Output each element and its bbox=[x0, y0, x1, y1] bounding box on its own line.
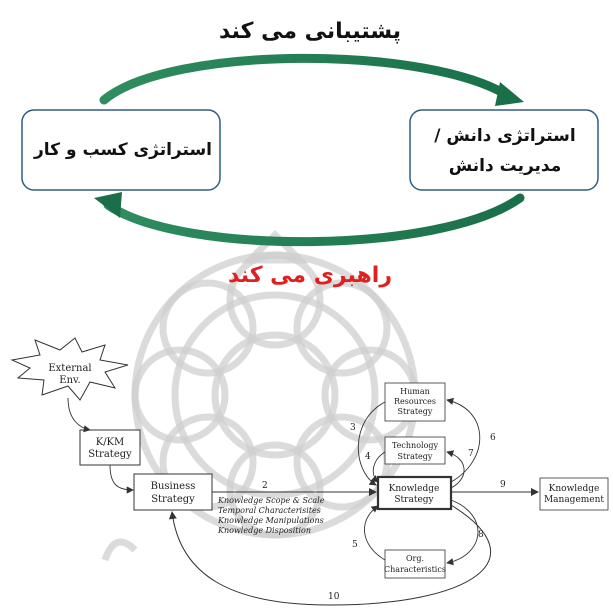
supports-arc-head bbox=[495, 82, 524, 106]
external-env-starburst bbox=[10, 337, 129, 401]
knowledge-strategy-node-label-2: Strategy bbox=[394, 495, 434, 505]
edge-labels: 2 3 4 5 6 7 8 9 10 Knowledge Scope & Sca… bbox=[217, 423, 506, 602]
knowledge-management-label-2: Management bbox=[544, 495, 604, 505]
business-strategy-node-label-2: Strategy bbox=[151, 494, 195, 505]
dimension-3: Knowledge Manipulations bbox=[217, 516, 324, 525]
edge-10-knowledge-to-business bbox=[168, 504, 492, 606]
dimension-1: Knowledge Scope & Scale bbox=[217, 496, 325, 505]
knowledge-strategy-label-line1: استراتژی دانش / bbox=[434, 126, 575, 146]
edge-label-9: 9 bbox=[500, 480, 506, 490]
hr-strategy-label-1: Human bbox=[400, 387, 430, 396]
dimension-2: Temporal Characterisites bbox=[218, 506, 321, 515]
supports-label: پشتیبانی می کند bbox=[219, 19, 401, 44]
knowledge-management-box bbox=[539, 477, 609, 511]
edge-label-2: 2 bbox=[262, 481, 268, 491]
edge-kkm-to-business bbox=[109, 464, 134, 494]
external-env-label-2: Env. bbox=[59, 375, 80, 386]
business-strategy-node bbox=[133, 473, 213, 511]
edge-8-knowledge-to-org bbox=[446, 499, 479, 566]
business-strategy-box bbox=[21, 109, 221, 191]
hr-strategy-label-2: Resources bbox=[394, 397, 436, 406]
leads-arc-head bbox=[94, 192, 122, 218]
top-cycle-diagram: استراتژی کسب و کار استراتژی دانش / مدیری… bbox=[21, 19, 599, 288]
technology-strategy-label-2: Strategy bbox=[398, 452, 433, 461]
org-characteristics-box bbox=[384, 549, 446, 579]
edge-label-3: 3 bbox=[350, 423, 356, 433]
external-env-label-1: External bbox=[48, 363, 91, 374]
knowledge-strategy-box bbox=[409, 109, 599, 191]
edge-5-org-to-knowledge bbox=[364, 505, 386, 561]
edge-6-knowledge-to-hr bbox=[446, 397, 481, 483]
technology-strategy-box bbox=[384, 436, 446, 465]
edge-label-8: 8 bbox=[478, 530, 484, 540]
kkm-strategy-label-1: K/KM bbox=[96, 437, 125, 448]
kkm-strategy-box bbox=[79, 429, 141, 466]
edge-label-7: 7 bbox=[468, 449, 474, 459]
business-strategy-node-label-1: Business bbox=[151, 481, 196, 492]
knowledge-strategy-node bbox=[376, 475, 453, 511]
business-strategy-label: استراتژی کسب و کار bbox=[33, 140, 212, 160]
technology-strategy-label-1: Technology bbox=[392, 441, 439, 450]
knowledge-strategy-node-label-1: Knowledge bbox=[389, 484, 440, 494]
edge-label-6: 6 bbox=[490, 433, 496, 443]
hr-strategy-label-3: Strategy bbox=[398, 407, 433, 416]
leads-label: راهبری می کند bbox=[228, 263, 392, 288]
bottom-flow-diagram: External Env. K/KM Strategy Business Str… bbox=[10, 337, 609, 606]
supports-arc-arrow bbox=[99, 53, 515, 105]
knowledge-management-label-1: Knowledge bbox=[549, 484, 600, 494]
edge-7-knowledge-to-tech bbox=[446, 450, 465, 489]
edge-external-to-kkm bbox=[67, 397, 91, 433]
edge-3-hr-to-knowledge bbox=[357, 401, 386, 486]
edge-4-tech-to-knowledge bbox=[370, 451, 386, 483]
edge-label-4: 4 bbox=[365, 452, 371, 462]
edge-label-5: 5 bbox=[352, 540, 358, 550]
dimension-4: Knowledge Disposition bbox=[217, 526, 311, 535]
kkm-strategy-label-2: Strategy bbox=[88, 449, 132, 460]
edge-label-10: 10 bbox=[328, 592, 340, 602]
knowledge-strategy-label-line2: مدیریت دانش bbox=[449, 156, 562, 176]
leads-arc-arrow bbox=[103, 193, 525, 247]
org-characteristics-label-1: Org. bbox=[406, 554, 424, 563]
org-characteristics-label-2: Characteristics bbox=[384, 565, 446, 574]
